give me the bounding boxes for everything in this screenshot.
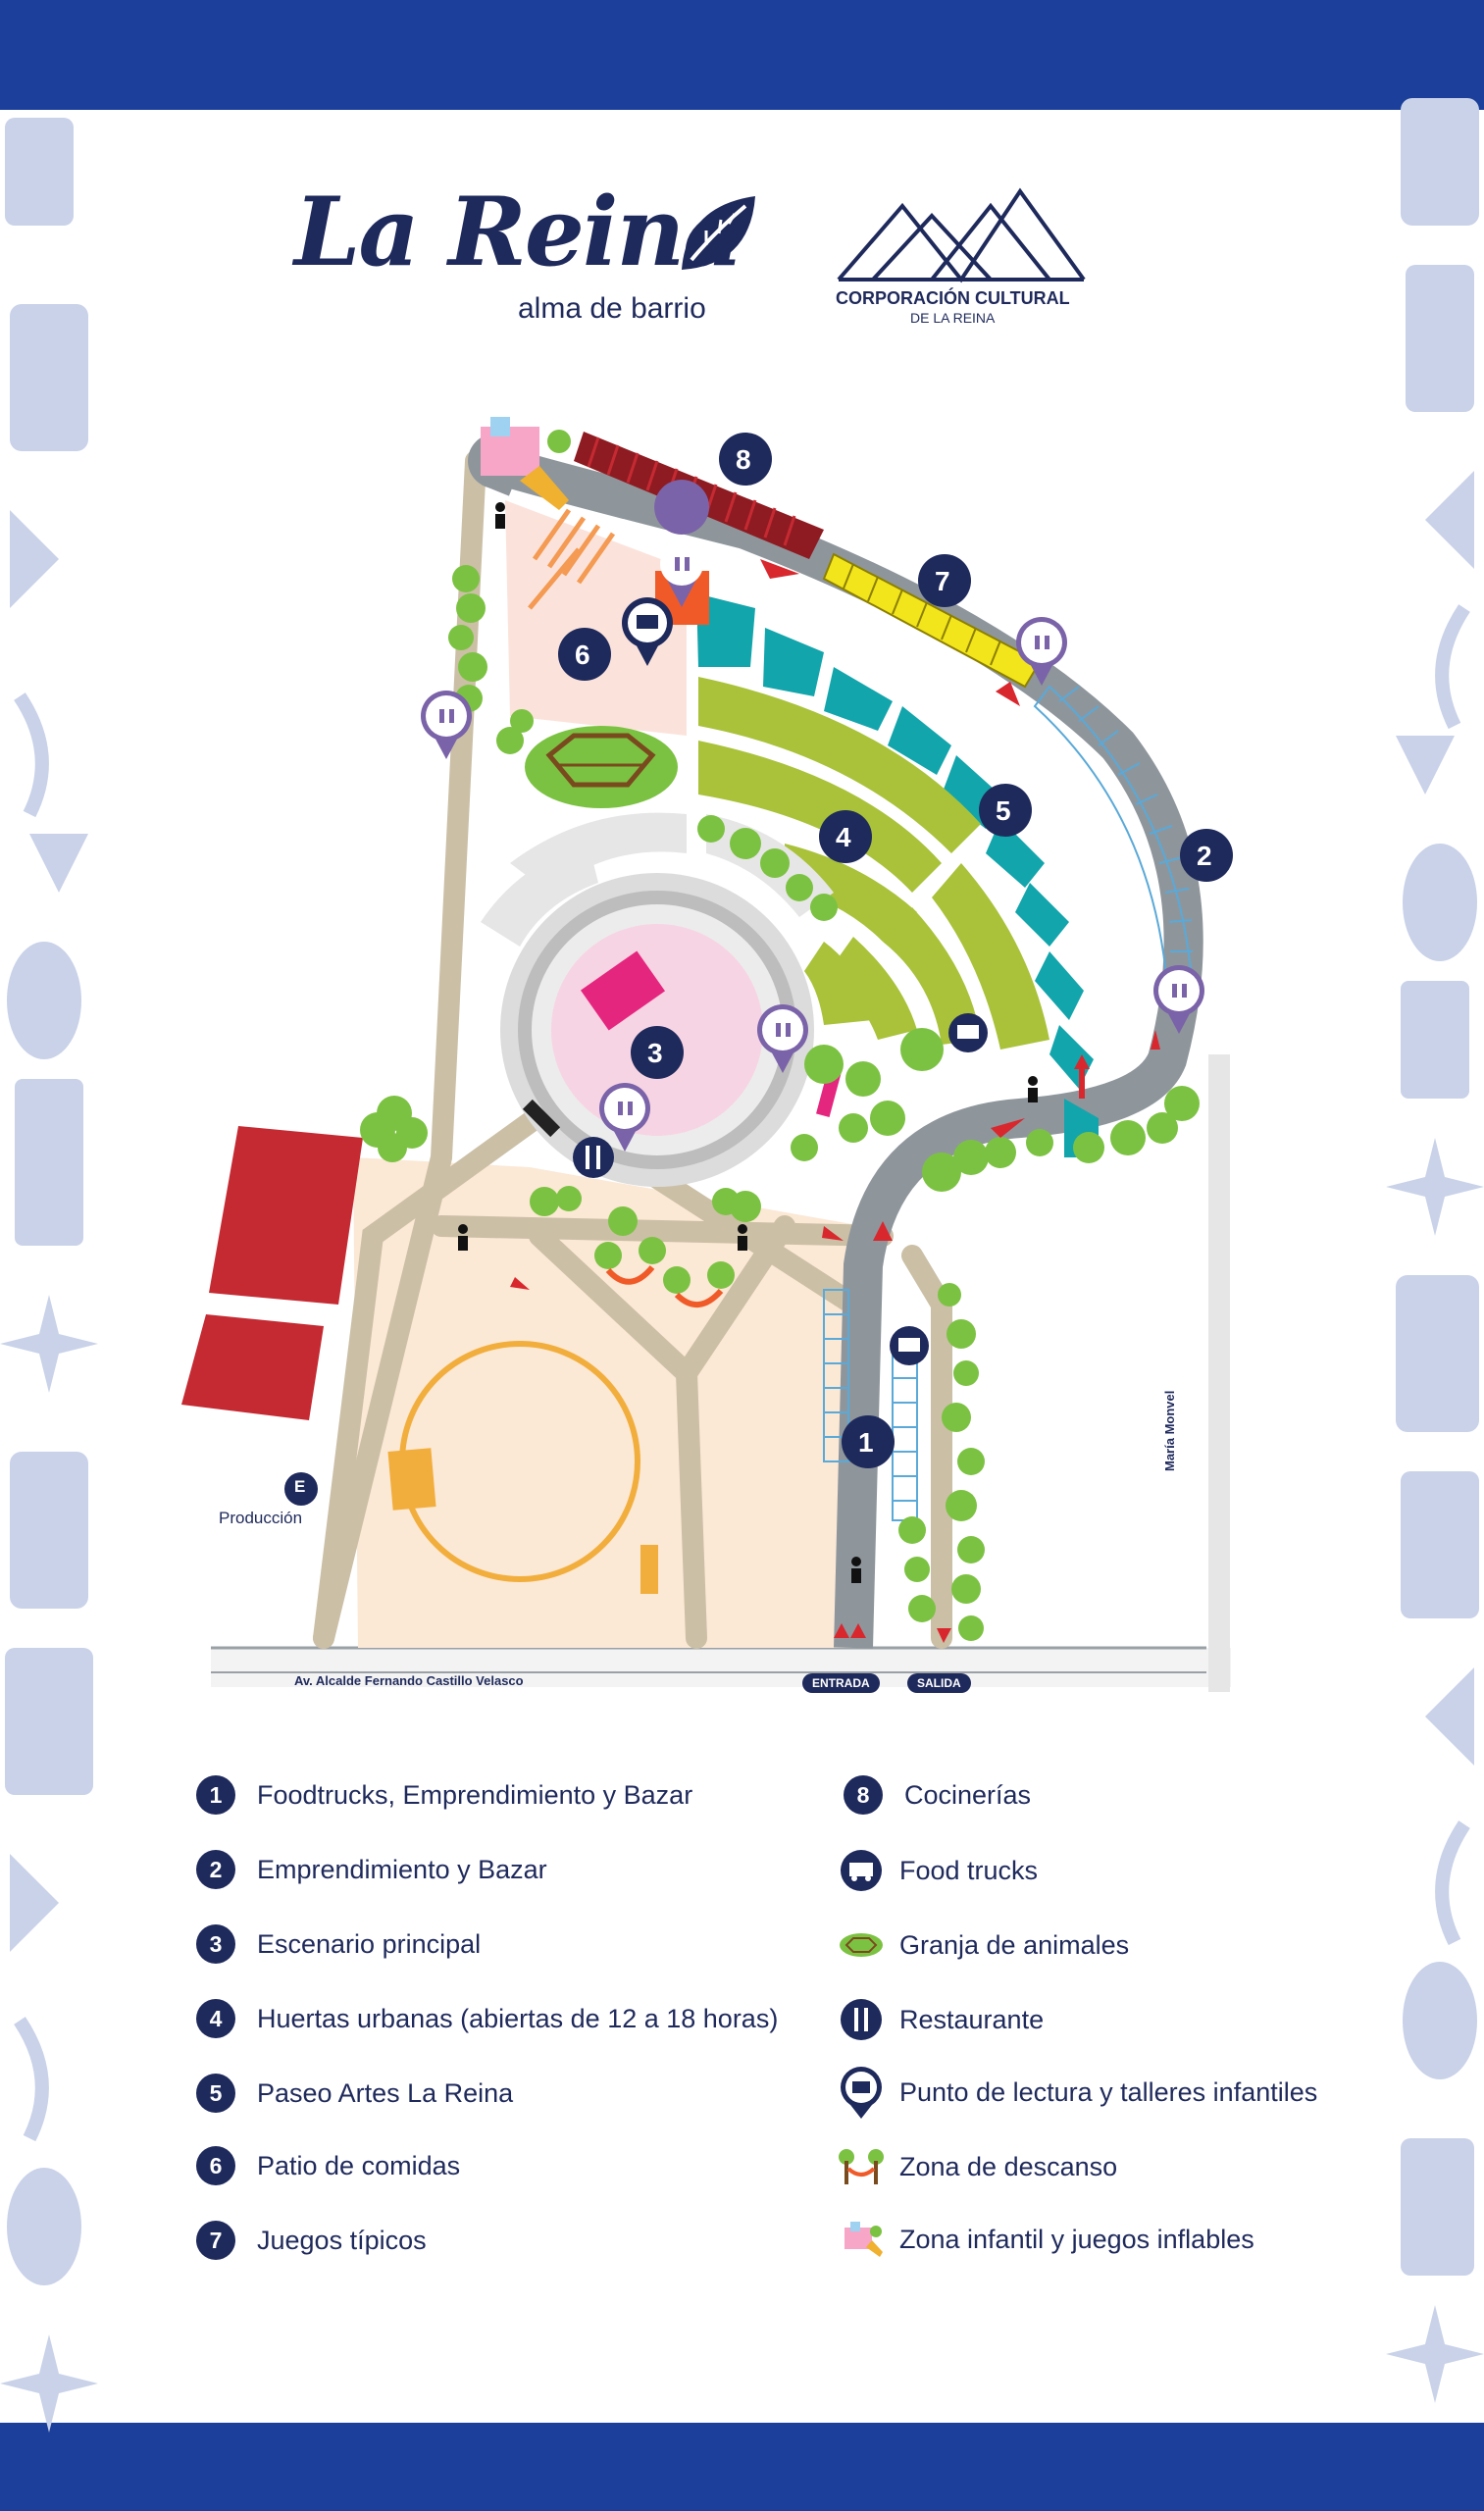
animal-farm-icon [839, 1922, 884, 1968]
legend-number: 8 [844, 1775, 883, 1815]
street-side-name: María Monvel [1162, 1390, 1177, 1471]
site-map-drawing [181, 417, 1233, 1692]
restroom-markers [421, 480, 1204, 1152]
production-label: Producción [219, 1509, 303, 1527]
la-reina-logo: La Reina alma de barrio [294, 177, 765, 343]
legend-item-3: 3 Escenario principal [196, 1924, 481, 1964]
entrance-label: ENTRADA [802, 1673, 880, 1693]
top-banner [0, 0, 1484, 110]
restaurant-marker [573, 1137, 614, 1178]
legend-label: Juegos típicos [257, 2225, 427, 2255]
mountains-icon [837, 187, 1086, 283]
stalls-zone-1 [823, 1289, 918, 1521]
legend-label: Escenario principal [257, 1928, 482, 1959]
legend-item-5: 5 Paseo Artes La Reina [196, 2074, 513, 2113]
restaurant-icon [839, 1997, 884, 2042]
legend-label: Paseo Artes La Reina [257, 2077, 514, 2108]
zone-marker-7: 7 [935, 566, 950, 596]
zone-marker-1: 1 [858, 1427, 874, 1458]
legend-item-food-trucks: Food trucks [839, 1848, 1038, 1893]
legend-item-animal-farm: Granja de animales [839, 1922, 1129, 1968]
legend-item-inflatables: Zona infantil y juegos inflables [839, 2217, 1254, 2262]
reading-point-marker [622, 597, 673, 666]
left-decorative-pattern [0, 118, 98, 2433]
production-marker: E [294, 1477, 306, 1496]
corporacion-cultural-logo: CORPORACIÓN CULTURAL DE LA REINA [834, 186, 1089, 333]
zone-marker-circles [284, 433, 1233, 1506]
legend-item-1: 1 Foodtrucks, Emprendimiento y Bazar [196, 1775, 692, 1815]
legend-number: 6 [196, 2146, 235, 2185]
legend-label: Restaurante [899, 2004, 1045, 2034]
legend-item-rest-zone: Zona de descanso [839, 2144, 1117, 2189]
legend-item-4: 4 Huertas urbanas (abiertas de 12 a 18 h… [196, 1999, 778, 2038]
food-truck-icon [839, 1848, 884, 1893]
exit-label: SALIDA [907, 1673, 971, 1693]
restroom-icons [439, 557, 1187, 1115]
legend-number: 7 [196, 2221, 235, 2260]
legend-item-reading: Punto de lectura y talleres infantiles [839, 2067, 1318, 2119]
bottom-banner [0, 2423, 1484, 2511]
main-road [480, 441, 1203, 1649]
legend-number: 2 [196, 1850, 235, 1889]
legend-number: 5 [196, 2074, 235, 2113]
leaf-icon [682, 196, 755, 270]
production-tents [181, 1126, 363, 1420]
plaza-south [353, 1157, 863, 1648]
legend-label: Foodtrucks, Emprendimiento y Bazar [257, 1779, 693, 1810]
zone-marker-2: 2 [1197, 841, 1212, 871]
direction-arrows [510, 559, 1160, 1643]
legend-label: Granja de animales [899, 1929, 1130, 1960]
brand-subtitle: alma de barrio [518, 292, 706, 325]
zone-marker-6: 6 [575, 640, 590, 670]
zone-marker-3: 3 [647, 1038, 663, 1068]
legend-number: 3 [196, 1924, 235, 1964]
legend-label: Patio de comidas [257, 2150, 461, 2180]
pedestrian-icons [458, 502, 1038, 1583]
street-side [1208, 1054, 1230, 1692]
street-main-name: Av. Alcalde Fernando Castillo Velasco [294, 1673, 524, 1688]
brand-title: La Reina [294, 177, 743, 287]
legend-label: Food trucks [899, 1855, 1039, 1885]
legend-item-restaurant: Restaurante [839, 1997, 1044, 2042]
legend-number: 4 [196, 1999, 235, 2038]
food-court-area [505, 500, 687, 736]
open-plaza-ring [387, 1341, 658, 1594]
legend-label: Zona infantil y juegos inflables [899, 2224, 1254, 2254]
urban-gardens-zone [698, 677, 1049, 1050]
legend: 1 Foodtrucks, Emprendimiento y Bazar 2 E… [0, 1775, 1484, 2285]
food-truck-markers [890, 1013, 988, 1365]
zone-marker-5: 5 [996, 795, 1011, 826]
inflatable-games-icon [839, 2217, 884, 2262]
partner-name-line1: CORPORACIÓN CULTURAL [836, 288, 1070, 308]
partner-name-line2: DE LA REINA [910, 310, 996, 326]
legend-label: Huertas urbanas (abiertas de 12 a 18 hor… [257, 2003, 779, 2033]
legend-label: Punto de lectura y talleres infantiles [899, 2076, 1318, 2107]
trees [360, 565, 1200, 1641]
rest-zone-icon [839, 2144, 884, 2189]
zone-marker-4: 4 [836, 822, 851, 852]
legend-label: Emprendimiento y Bazar [257, 1854, 547, 1884]
legend-item-2: 2 Emprendimiento y Bazar [196, 1850, 547, 1889]
legend-item-7: 7 Juegos típicos [196, 2221, 427, 2260]
reading-point-icon [839, 2067, 884, 2119]
typical-games-zone [822, 552, 1042, 689]
street-main [211, 1648, 1231, 1687]
site-map: 8 7 6 5 4 3 2 1 E Producción Av. Alcalde… [0, 373, 1484, 1726]
legend-item-8: 8 Cocinerías [844, 1775, 1031, 1815]
rest-zone [594, 1237, 735, 1307]
inflatables-area [468, 417, 571, 510]
zone-marker-8: 8 [736, 444, 751, 475]
legend-item-6: 6 Patio de comidas [196, 2146, 460, 2185]
legend-label: Zona de descanso [899, 2151, 1118, 2181]
animal-farm [525, 726, 678, 808]
right-decorative-pattern [1386, 98, 1484, 2403]
arts-walk-zone [696, 593, 1099, 1157]
legend-number: 1 [196, 1775, 235, 1815]
legend-label: Cocinerías [904, 1779, 1032, 1810]
